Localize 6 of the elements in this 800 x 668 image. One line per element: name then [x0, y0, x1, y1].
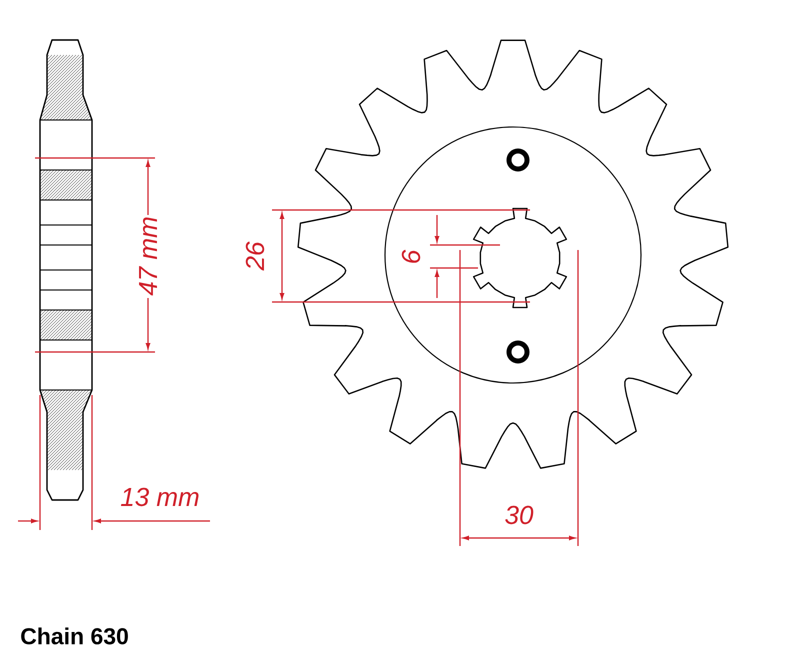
dimension-label: 6 — [402, 250, 420, 263]
chain-size-text: Chain 630 — [21, 628, 128, 644]
dimension-label: 26 — [246, 242, 264, 271]
dimension-label: 13 mm — [120, 488, 198, 506]
dimension-label: 30 — [505, 506, 534, 524]
dimension-label: 47 mm — [139, 218, 157, 296]
